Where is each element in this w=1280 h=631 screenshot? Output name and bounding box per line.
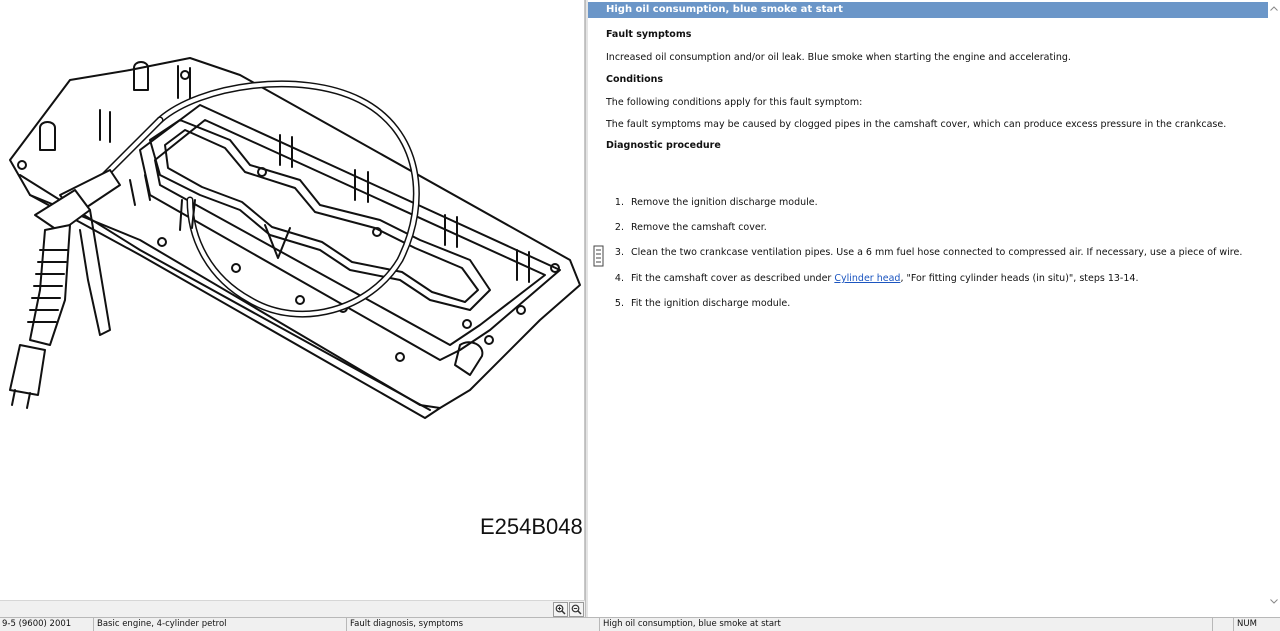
step-text-suffix: , "For fitting cylinder heads (in situ)"… bbox=[900, 273, 1139, 284]
chevron-down-icon bbox=[1270, 598, 1278, 604]
status-group: Basic engine, 4-cylinder petrol bbox=[95, 618, 347, 631]
fault-symptoms-text: Increased oil consumption and/or oil lea… bbox=[606, 52, 1071, 63]
conditions-text: The fault symptoms may be caused by clog… bbox=[606, 119, 1227, 130]
article-title: High oil consumption, blue smoke at star… bbox=[588, 2, 1268, 18]
step-4: 4. Fit the camshaft cover as described un… bbox=[606, 273, 1139, 284]
zoom-in-icon bbox=[555, 604, 566, 615]
conditions-intro: The following conditions apply for this … bbox=[606, 97, 863, 108]
cylinder-head-link[interactable]: Cylinder head bbox=[834, 273, 901, 284]
zoom-out-icon bbox=[571, 604, 582, 615]
step-number: 3. bbox=[614, 247, 624, 258]
step-text: Fit the ignition discharge module. bbox=[631, 298, 791, 309]
step-1: 1. Remove the ignition discharge module. bbox=[606, 197, 818, 208]
status-document: High oil consumption, blue smoke at star… bbox=[601, 618, 1213, 631]
scroll-down-button[interactable] bbox=[1268, 595, 1280, 607]
step-text: Remove the ignition discharge module. bbox=[631, 197, 818, 208]
step-3: 3. Clean the two crankcase ventilation pi… bbox=[606, 247, 1242, 258]
zoom-in-button[interactable] bbox=[553, 602, 568, 617]
zoom-toolbar bbox=[0, 600, 585, 617]
status-bar: 9-5 (9600) 2001 Basic engine, 4-cylinder… bbox=[0, 617, 1280, 631]
vertical-scrollbar[interactable] bbox=[1268, 0, 1280, 617]
step-5: 5. Fit the ignition discharge module. bbox=[606, 298, 790, 309]
status-num-lock: NUM bbox=[1237, 619, 1257, 629]
conditions-heading: Conditions bbox=[606, 74, 664, 85]
step-number: 5. bbox=[614, 298, 624, 309]
step-2: 2. Remove the camshaft cover. bbox=[606, 222, 767, 233]
fault-symptoms-heading: Fault symptoms bbox=[606, 29, 692, 40]
step-number: 1. bbox=[614, 197, 624, 208]
article-pane: High oil consumption, blue smoke at star… bbox=[588, 0, 1280, 617]
camshaft-cover-illustration bbox=[0, 0, 585, 600]
chevron-up-icon bbox=[1270, 5, 1278, 11]
scroll-up-button[interactable] bbox=[1268, 2, 1280, 14]
step-text: Clean the two crankcase ventilation pipe… bbox=[631, 247, 1243, 258]
status-model: 9-5 (9600) 2001 bbox=[0, 618, 94, 631]
margin-note-icon[interactable] bbox=[593, 245, 604, 267]
diagnostic-procedure-heading: Diagnostic procedure bbox=[606, 140, 721, 151]
step-number: 4. bbox=[614, 273, 624, 284]
step-text: Remove the camshaft cover. bbox=[631, 222, 767, 233]
camshaft-cover-drawing bbox=[9, 57, 581, 419]
step-text: Fit the camshaft cover as described unde… bbox=[631, 273, 835, 284]
illustration-pane: E254B048 bbox=[0, 0, 585, 617]
pane-splitter[interactable] bbox=[585, 0, 588, 617]
status-section: Fault diagnosis, symptoms bbox=[348, 618, 600, 631]
status-blank bbox=[1214, 618, 1234, 631]
figure-code: E254B048 bbox=[480, 514, 583, 539]
step-number: 2. bbox=[614, 222, 624, 233]
zoom-out-button[interactable] bbox=[569, 602, 584, 617]
